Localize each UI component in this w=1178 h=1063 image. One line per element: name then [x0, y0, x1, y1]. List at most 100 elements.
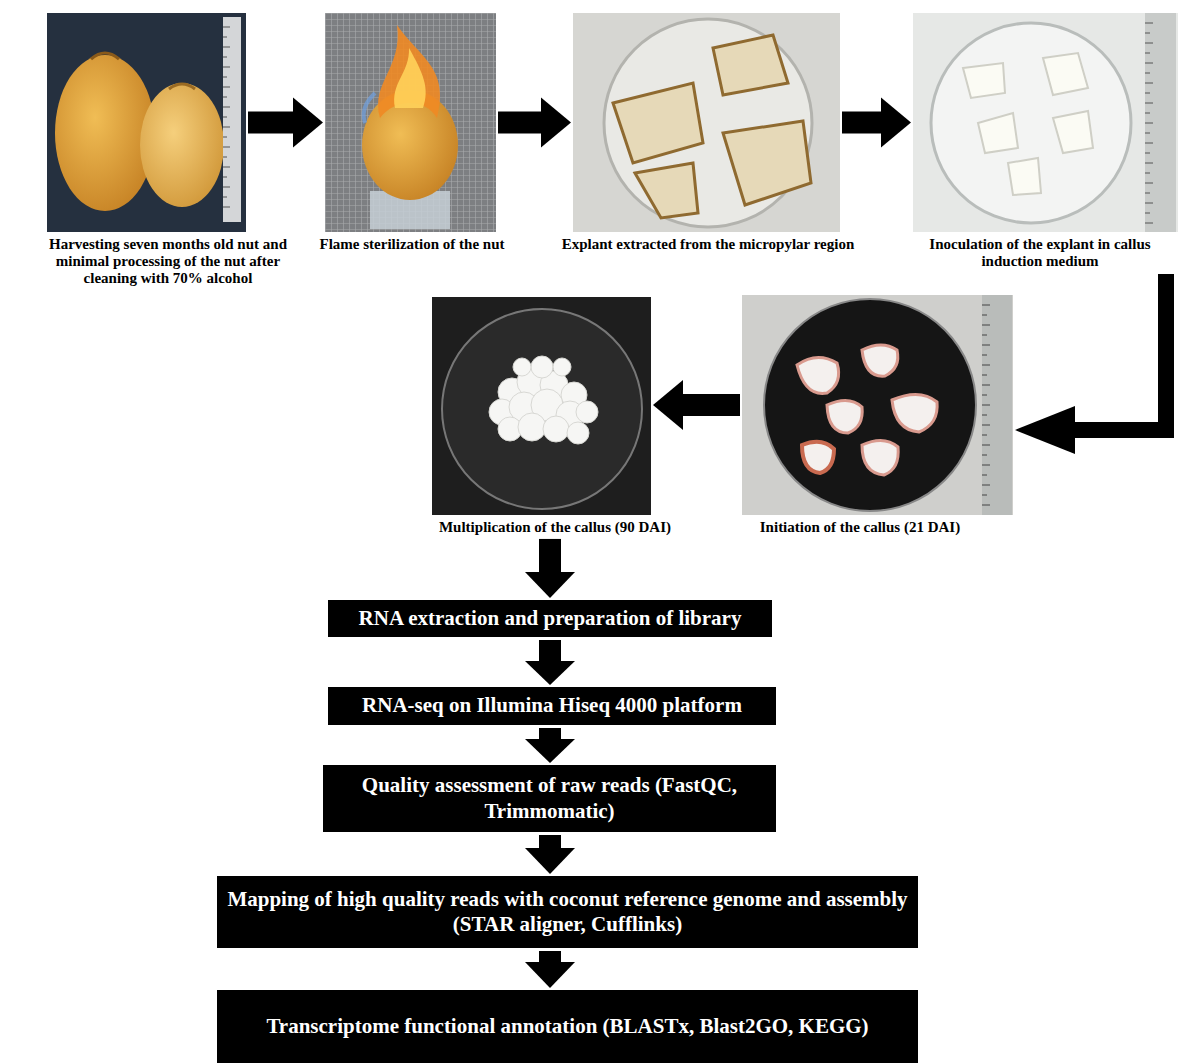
photo-detail — [543, 416, 569, 442]
photo-detail — [47, 13, 246, 232]
arrow-shaft — [681, 394, 740, 416]
flow-arrow — [525, 835, 575, 874]
process-box: Quality assessment of raw reads (FastQC,… — [323, 765, 776, 832]
arrow-head — [293, 98, 323, 148]
photo-detail — [862, 345, 898, 376]
photo-detail — [364, 93, 375, 123]
arrow-head — [881, 98, 911, 148]
photo-detail — [1145, 13, 1176, 232]
photo-detail — [742, 295, 1013, 515]
photo-detail — [394, 48, 426, 108]
arrow-shaft — [1073, 274, 1166, 430]
photo-panel: Explant extracted from the micropylar re… — [573, 13, 840, 232]
photo-detail — [378, 25, 440, 118]
arrow-shaft — [539, 951, 561, 964]
photo-detail — [913, 13, 1178, 232]
process-box: RNA-seq on Illumina Hiseq 4000 platform — [328, 687, 776, 725]
step-text: Mapping of high quality reads with cocon… — [225, 887, 910, 937]
arrow-shaft — [539, 640, 561, 663]
photo-detail — [518, 413, 546, 441]
arrow-shaft — [539, 728, 561, 741]
flow-arrow — [653, 380, 740, 430]
photo-detail — [1145, 23, 1153, 223]
photo-detail — [442, 309, 642, 509]
photo-detail — [931, 23, 1131, 223]
photo-detail — [432, 297, 651, 515]
photo-detail — [723, 121, 811, 205]
photo-detail — [613, 83, 703, 163]
photo-caption: Initiation of the callus (21 DAI) — [730, 519, 990, 536]
arrow-head — [525, 962, 575, 988]
photo-detail — [573, 13, 840, 232]
photo-detail — [513, 358, 531, 376]
photo-detail — [862, 440, 898, 475]
process-box: Transcriptome functional annotation (BLA… — [217, 990, 918, 1063]
photo-caption: Flame sterilization of the nut — [299, 236, 525, 253]
photo-detail — [742, 295, 1013, 515]
photo-detail — [553, 358, 571, 376]
photo-detail — [1008, 158, 1041, 195]
photo-detail — [913, 13, 1178, 232]
photo-detail — [223, 27, 230, 207]
photo-detail — [978, 113, 1018, 153]
flow-arrow — [525, 951, 575, 988]
photo-detail — [892, 394, 937, 432]
step-text: Quality assessment of raw reads (FastQC,… — [331, 773, 768, 823]
arrow-head — [525, 848, 575, 874]
photo-panel: Initiation of the callus (21 DAI) — [742, 295, 1013, 515]
photo-detail — [982, 295, 1012, 515]
arrow-head — [653, 380, 683, 430]
photo-caption: Inoculation of the explant in callus ind… — [922, 236, 1158, 270]
arrow-shaft — [539, 539, 561, 574]
process-box: RNA extraction and preparation of librar… — [328, 600, 772, 637]
photo-panel: Flame sterilization of the nut — [325, 13, 496, 232]
photo-detail — [802, 442, 834, 473]
photo-detail — [963, 63, 1005, 98]
photo-detail — [432, 297, 651, 515]
flow-arrow — [1015, 274, 1166, 454]
flow-arrow — [842, 98, 911, 148]
photo-detail — [576, 401, 598, 423]
arrow-head — [525, 661, 575, 685]
photo-detail — [531, 356, 553, 378]
photo-detail — [797, 357, 839, 393]
photo-detail — [325, 13, 496, 232]
photo-detail — [47, 13, 246, 232]
arrow-head — [525, 739, 575, 763]
photo-panel: Harvesting seven months old nut and mini… — [47, 13, 246, 232]
arrow-shaft — [842, 112, 883, 134]
arrow-head — [525, 572, 575, 598]
photo-detail — [713, 35, 788, 95]
arrow-head — [1015, 406, 1075, 454]
photo-caption: Harvesting seven months old nut and mini… — [32, 236, 304, 287]
photo-panel: Inoculation of the explant in callus ind… — [913, 13, 1178, 232]
photo-detail — [827, 400, 862, 433]
flow-arrow — [498, 98, 571, 148]
photo-detail — [91, 53, 119, 59]
step-text: RNA-seq on Illumina Hiseq 4000 platform — [362, 693, 742, 718]
photo-detail — [140, 83, 224, 207]
photo-detail — [325, 13, 496, 232]
flow-arrow — [525, 640, 575, 685]
arrow-head — [541, 98, 571, 148]
photo-detail — [169, 84, 195, 89]
photo-detail — [489, 356, 598, 444]
photo-detail — [567, 422, 589, 444]
photo-detail — [1053, 111, 1093, 153]
photo-caption: Explant extracted from the micropylar re… — [558, 236, 858, 253]
arrow-shaft — [498, 112, 543, 134]
arrow-shaft — [248, 112, 295, 134]
step-text: Transcriptome functional annotation (BLA… — [266, 1014, 868, 1039]
photo-detail — [982, 305, 990, 505]
photo-detail — [1043, 53, 1088, 95]
photo-detail — [604, 19, 812, 227]
photo-detail — [223, 17, 241, 222]
arrow-shaft — [539, 835, 561, 850]
flow-arrow — [525, 539, 575, 598]
photo-detail — [55, 55, 155, 211]
flow-arrow — [525, 728, 575, 763]
photo-detail — [635, 163, 698, 218]
step-text: RNA extraction and preparation of librar… — [359, 606, 742, 631]
photo-panel: Multiplication of the callus (90 DAI) — [432, 297, 651, 515]
